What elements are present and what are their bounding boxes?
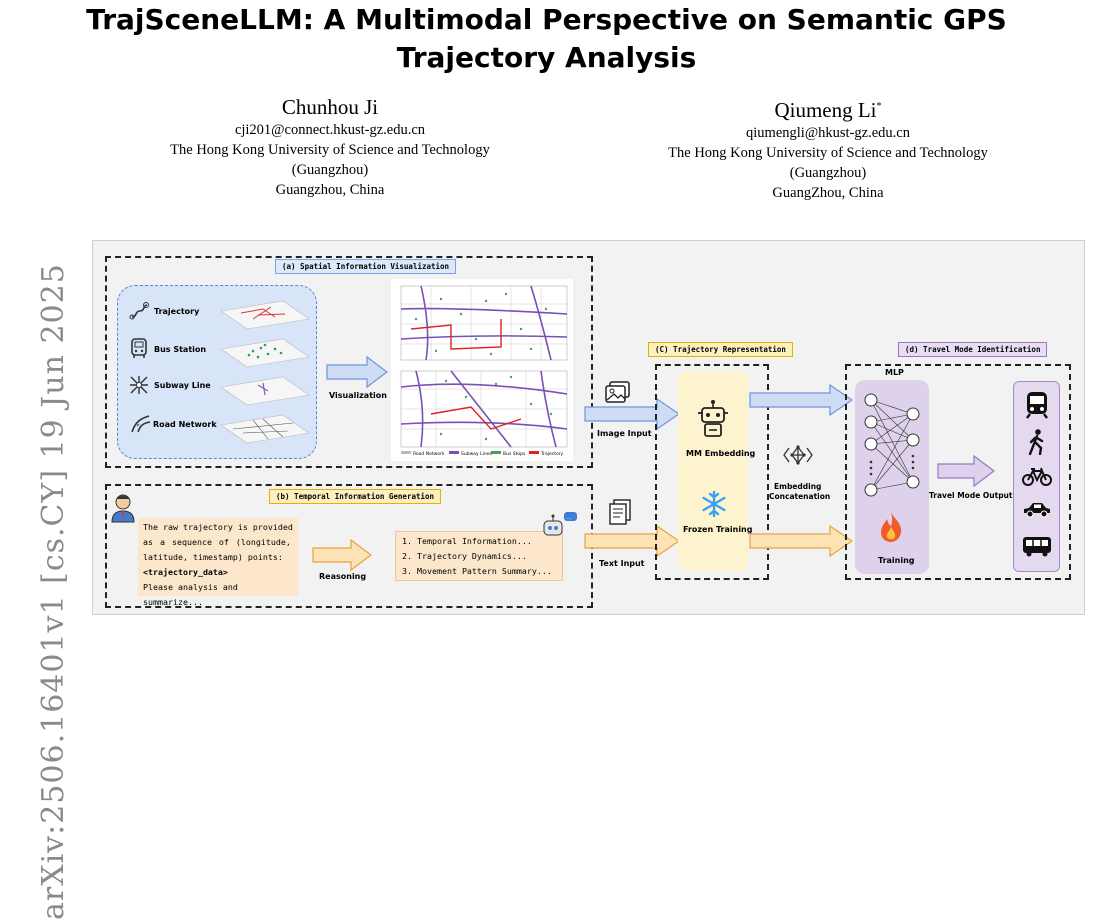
author-affiliation-city: (Guangzhou) (291, 162, 369, 178)
visualization-label: Visualization (329, 391, 387, 400)
user-avatar-icon (110, 493, 136, 527)
author-block-2: Qiumeng Li* qiumengli@hkust-gz.edu.cn Th… (593, 94, 1063, 203)
author-name: Qiumeng Li (774, 98, 877, 122)
layer-label-bus-station: Bus Station (154, 345, 207, 354)
mm-embedding-label: MM Embedding (686, 449, 756, 458)
author-email: cji201@connect.hkust-gz.edu.cn (234, 122, 426, 138)
trajectory-icon (129, 301, 149, 325)
concatenation-label: Concatenation (769, 492, 831, 501)
identification-section (845, 364, 1071, 580)
travel-mode-output-arrow (937, 454, 995, 488)
svg-text:...: ... (566, 514, 572, 521)
train-icon (1025, 391, 1049, 423)
text-input-label: Text Input (599, 559, 645, 568)
paper-title-line-1: TrajSceneLLM: A Multimodal Perspective o… (86, 3, 1007, 36)
reasoning-label: Reasoning (319, 572, 367, 581)
mlp-label: MLP (885, 368, 904, 377)
car-icon (1022, 500, 1052, 522)
prompt-line-5: Please analysis and summarize... (143, 582, 238, 607)
prompt-line-4: <trajectory_data> (143, 567, 228, 577)
prompt-line-1: The raw trajectory is provided (143, 522, 293, 532)
legend-subway-lines: Subway Lines (461, 451, 492, 457)
author-block-1: Chunhou Ji cji201@connect.hkust-gz.edu.c… (95, 94, 565, 200)
layer-thumbnails (220, 300, 310, 444)
frozen-training-label: Frozen Training (683, 525, 753, 534)
walk-icon (1028, 429, 1046, 459)
frozen-to-mlp-arrow (749, 524, 854, 558)
legend-bus-stops: Bus Stops (503, 451, 526, 457)
spatial-section (105, 256, 593, 468)
text-input-arrow (584, 524, 681, 558)
legend-trajectory: Trajectory (540, 451, 564, 457)
arxiv-stamp-text: arXiv:2506.16401v1 [cs.CY] 19 Jun 2025 (36, 263, 71, 920)
author-affiliation-city: (Guangzhou) (789, 165, 867, 181)
image-input-label: Image Input (597, 429, 652, 438)
section-d-tag: (d) Travel Mode Identification (898, 342, 1048, 357)
layer-label-road-network: Road Network (153, 420, 217, 429)
robot-chat-icon: ... (541, 511, 579, 545)
author-affiliation: The Hong Kong University of Science and … (668, 145, 988, 161)
embedding-label: Embedding (774, 482, 822, 491)
concatenation-icon (783, 444, 813, 470)
mlp-network-diagram (864, 393, 920, 497)
document-icon (608, 499, 632, 529)
bicycle-icon (1022, 466, 1052, 490)
layer-label-trajectory: Trajectory (154, 307, 200, 316)
output-line-2: 2. Trajectory Dynamics... (402, 551, 527, 561)
embedding-to-mlp-arrow (749, 383, 854, 417)
bus-station-icon (129, 337, 149, 363)
travel-mode-output-label: Travel Mode Output (929, 491, 1013, 500)
author-email: qiumengli@hkust-gz.edu.cn (746, 125, 910, 141)
section-b-tag: (b) Temporal Information Generation (269, 489, 442, 504)
image-input-arrow (584, 397, 681, 431)
framework-figure: (a) Spatial Information Visualization Tr… (92, 240, 1085, 615)
snowflake-icon (701, 490, 727, 521)
arxiv-stamp: arXiv:2506.16401v1 [cs.CY] 19 Jun 2025 (0, 240, 71, 920)
bus-icon (1022, 535, 1052, 561)
prompt-box: The raw trajectory is provided as a sequ… (138, 518, 298, 607)
layer-label-subway-line: Subway Line (154, 381, 211, 390)
section-a-tag: (a) Spatial Information Visualization (275, 259, 457, 274)
robot-embedding-icon (696, 399, 730, 443)
visualization-arrow (326, 355, 388, 389)
visualization-maps: Road Network Subway Lines Bus Stops Traj… (391, 279, 573, 461)
prompt-line-2: as a sequence of (longitude, (143, 537, 291, 547)
output-line-3: 3. Movement Pattern Summary... (402, 566, 552, 576)
representation-section (655, 364, 769, 580)
reasoning-arrow (312, 538, 372, 572)
author-affiliation: The Hong Kong University of Science and … (170, 142, 490, 158)
corresponding-author-mark: * (876, 101, 882, 112)
fire-icon (878, 511, 904, 547)
output-line-1: 1. Temporal Information... (402, 536, 532, 546)
author-name: Chunhou Ji (281, 95, 379, 119)
author-location: GuangZhou, China (772, 185, 884, 201)
legend-road-network: Road Network (413, 451, 445, 457)
paper-title-line-2: Trajectory Analysis (396, 41, 697, 74)
training-label: Training (878, 556, 915, 565)
image-icon (605, 381, 631, 409)
author-location: Guangzhou, China (275, 182, 385, 198)
road-network-icon (129, 413, 151, 437)
section-c-tag: (C) Trajectory Representation (648, 342, 793, 357)
subway-line-icon (129, 375, 149, 399)
prompt-line-3: latitude, timestamp) points: (143, 552, 283, 562)
llm-output-box: 1. Temporal Information... 2. Trajectory… (395, 531, 563, 581)
